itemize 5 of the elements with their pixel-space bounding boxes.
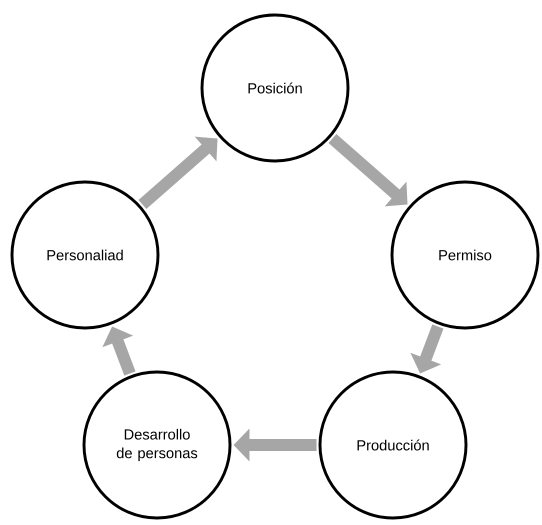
circle-node: Personaliad [10, 180, 160, 330]
circle-node: Posición [200, 14, 350, 162]
circle-node: Desarrollo de personas [82, 370, 232, 520]
circle-node: Producción [318, 370, 468, 520]
circle-node: Permiso [390, 180, 540, 330]
